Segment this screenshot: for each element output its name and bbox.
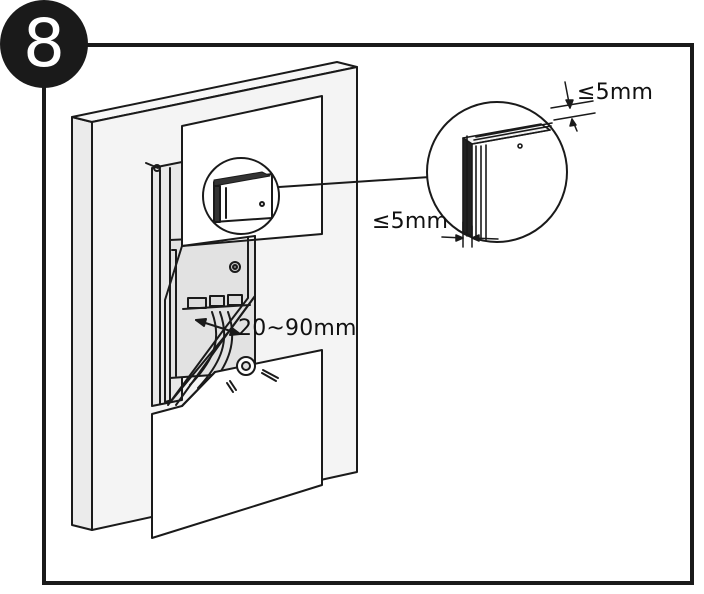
- wall-plug: [226, 356, 279, 393]
- distance-range-label: 20~90mm: [238, 316, 357, 341]
- device-middle-frame: [164, 235, 256, 406]
- step-number-badge: 8: [0, 0, 88, 88]
- side-clearance-dimension: [441, 221, 499, 248]
- top-clearance-dimension: [550, 81, 596, 132]
- zoom-leader-line: [278, 176, 431, 188]
- connector-block: [182, 294, 251, 310]
- top-clearance-label: ≤5mm: [577, 80, 654, 105]
- zoom-detail-circle: [426, 101, 568, 243]
- step-frame: [42, 43, 694, 585]
- detail-source-circle: [202, 157, 280, 235]
- side-clearance-label: ≤5mm: [372, 209, 449, 234]
- distance-arrow: [195, 318, 241, 336]
- device-bottom-panel: [151, 349, 323, 539]
